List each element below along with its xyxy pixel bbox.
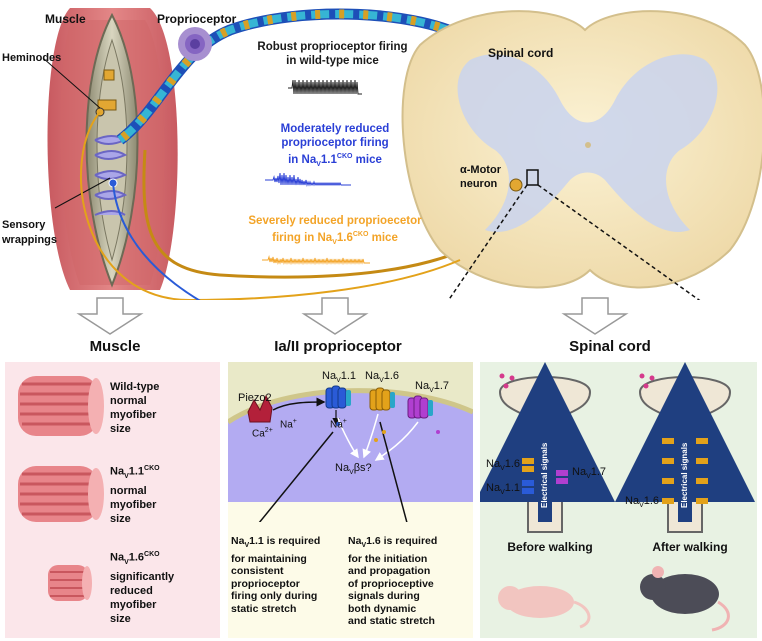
before-walking-label: Before walking [507,540,593,554]
arrow-down-muscle-icon [76,297,144,335]
nav11-channel [325,385,351,409]
myofiber-bundle-wildtype [18,376,104,436]
proprioceptor-label: Proprioceptor [157,12,237,26]
arrow-down-spinal-icon [561,297,629,335]
nav16-channel [369,387,395,411]
header-proprioceptor: Ia/II proprioceptor [274,338,402,355]
ca-ion-label: Ca2+ [252,427,273,440]
myofiber-bundle-nav11 [18,466,104,522]
zoom-box [526,169,539,186]
electrical-signals-label-after: Electrical signals [680,442,689,508]
nav16-firing-trace [262,255,370,265]
navbeta-label: NaVβs? [335,462,372,477]
nav17-channel [407,395,433,419]
spinal-nav17-label-before: NaV1.7 [572,466,607,481]
spinal-nav16-label-before: NaV1.6 [486,458,521,473]
proprioceptor-cell-body [178,27,212,61]
muscle-spindle-illustration [47,8,178,290]
top-illustration [42,8,762,300]
spinal-nav11-label-before: NaV1.1 [486,482,521,497]
wildtype-firing-trace [288,79,362,95]
motor-neuron-label: α-Motor neuron [460,164,501,190]
myofiber-bundles [18,376,104,601]
na-ion-label-2: Na+ [330,418,347,431]
firing-text-nav16: Severely reduced proprioecetor firing in… [248,215,422,247]
nav11-firing-trace [265,172,351,187]
heminodes-label: Heminodes [2,52,62,64]
adult-mouse-illustration [640,566,730,632]
piezo2-label: Piezo2 [238,392,272,404]
synapse-illustration [480,362,755,632]
firing-text-nav11: Moderately reduced proprioceptor firing … [280,123,390,169]
spinal-cord-section [401,10,762,289]
nav16-label: NaV1.6 [365,370,400,385]
muscle-label: Muscle [45,12,86,26]
motor-neuron-soma [509,178,523,192]
electrical-signals-label-before: Electrical signals [540,442,549,508]
sensory-wrappings-label: Sensory wrappings [2,219,58,246]
spinal-cord-top-label: Spinal cord [488,46,554,60]
arrow-down-proprioceptor-icon [301,297,369,335]
membrane-illustration [228,362,473,522]
nav16-role-text: NaV1.6 is required for the initiation an… [348,535,438,628]
synapse-after [615,362,755,533]
pup-mouse-illustration [498,586,591,629]
header-spinal-cord: Spinal cord [569,338,651,355]
synapse-before [480,362,615,533]
myofiber-bundle-nav16 [48,565,92,601]
header-muscle: Muscle [89,338,141,355]
firing-text-wildtype: Robust proprioceptor firing in wild-type… [257,41,408,67]
spinal-nav16-label-after: NaV1.6 [625,495,660,510]
nav11-label: NaV1.1 [322,370,357,385]
na-ion-label: Na+ [280,418,297,431]
nav11-role-text: NaV1.1 is required for maintaining consi… [231,535,321,615]
after-walking-label: After walking [652,540,728,554]
piezo2-channel [247,394,273,423]
nav17-label: NaV1.7 [415,380,450,395]
